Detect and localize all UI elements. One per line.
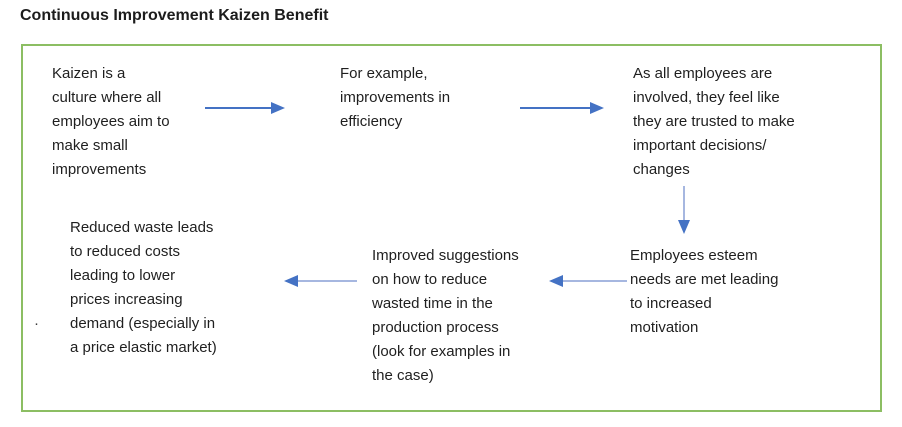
diagram-frame — [21, 44, 882, 412]
arrow-down-icon-trusted-to-esteem — [678, 186, 690, 234]
node-example-efficiency: For example, improvements in efficiency — [340, 65, 451, 130]
page-title: Continuous Improvement Kaizen Benefit — [20, 7, 329, 24]
node-esteem-motivation: Employees esteem needs are met leading t… — [630, 247, 779, 336]
arrow-right-icon-kaizen-to-example — [205, 102, 285, 114]
stray-bullet-mark: · — [34, 315, 39, 332]
node-reduced-waste: Reduced waste leads to reduced costs lea… — [70, 219, 217, 356]
arrow-left-icon-esteem-to-suggestions — [549, 275, 627, 287]
arrow-left-icon-suggestions-to-waste — [284, 275, 357, 287]
arrow-right-icon-example-to-trusted — [520, 102, 604, 114]
node-employees-trusted: As all employees are involved, they feel… — [633, 65, 795, 178]
node-kaizen-culture: Kaizen is a culture where all employees … — [52, 65, 170, 178]
node-improved-suggestions: Improved suggestions on how to reduce wa… — [372, 247, 519, 384]
